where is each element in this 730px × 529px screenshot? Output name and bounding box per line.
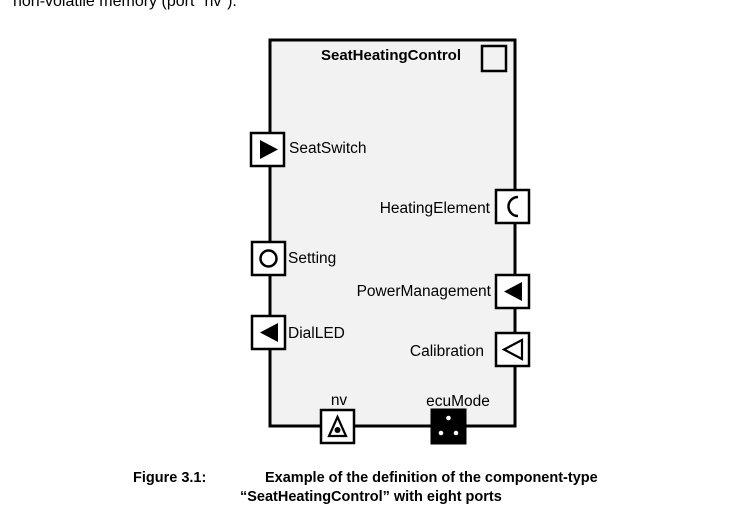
component-box[interactable]: [268, 38, 517, 428]
figure-label: Figure 3.1:: [133, 470, 207, 486]
triangle-left-filled-icon: [504, 282, 522, 301]
port-label-calibration: Calibration: [410, 343, 484, 360]
intro-text: non-volatile memory (port "nv").: [13, 0, 237, 10]
port-label-nv: nv: [331, 392, 348, 409]
triangle-left-filled-icon: [260, 323, 278, 342]
port-seatswitch[interactable]: [249, 131, 286, 168]
caption-line-2: “SeatHeatingControl” with eight ports: [240, 489, 502, 505]
three-dots-icon: [438, 415, 459, 436]
triangle-right-filled-icon: [260, 140, 278, 159]
caption-line-1: Example of the definition of the compone…: [265, 470, 598, 486]
triangle-left-outline-icon: [501, 338, 524, 361]
port-label-setting: Setting: [288, 250, 336, 267]
port-label-ecumode: ecuMode: [426, 393, 490, 410]
component-type-icon: [480, 44, 508, 73]
port-heatingelement[interactable]: [494, 188, 531, 225]
port-ecumode[interactable]: [430, 408, 467, 445]
port-label-powermanagement: PowerManagement: [357, 283, 492, 300]
port-setting[interactable]: [250, 240, 287, 277]
component-title: SeatHeatingControl: [321, 47, 461, 64]
half-circle-icon: [507, 195, 519, 218]
port-dialled[interactable]: [250, 314, 287, 351]
port-label-dialled: DialLED: [288, 325, 345, 342]
port-nv[interactable]: [319, 408, 356, 445]
port-label-seatswitch: SeatSwitch: [289, 140, 367, 157]
port-powermanagement[interactable]: [494, 273, 531, 310]
port-calibration[interactable]: [494, 331, 531, 368]
circle-outline-icon: [259, 249, 278, 268]
port-label-heatingelement: HeatingElement: [380, 200, 491, 217]
triangle-dot-icon: [327, 414, 348, 438]
